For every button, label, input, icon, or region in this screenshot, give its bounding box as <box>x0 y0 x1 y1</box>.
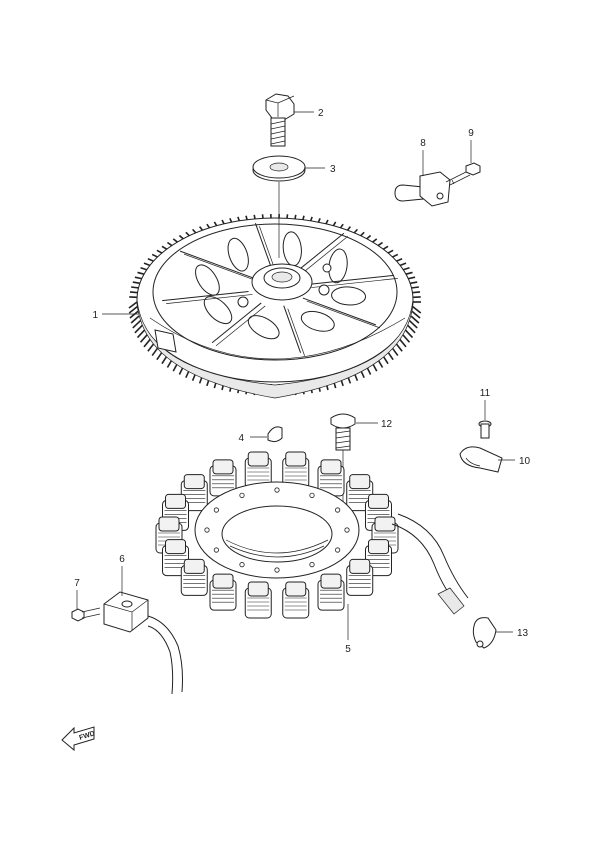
sensor <box>395 150 450 206</box>
pulser-screw-shank <box>82 608 100 618</box>
gear-tooth <box>131 287 139 288</box>
gear-tooth <box>133 321 141 328</box>
gear-tooth <box>412 292 420 293</box>
coil-top <box>166 494 186 508</box>
stator-hole <box>240 493 244 497</box>
part-label-12: 12 <box>381 419 393 430</box>
key <box>250 427 282 442</box>
coil-top <box>184 559 204 573</box>
pulser-coil <box>104 566 183 694</box>
coil-top <box>368 540 388 554</box>
flywheel-boss <box>323 264 331 272</box>
stator-hole <box>335 548 339 552</box>
part-label-1: 1 <box>92 310 98 321</box>
coil-top <box>286 582 306 596</box>
stator-hole <box>275 568 279 572</box>
part-label-3: 3 <box>330 164 336 175</box>
sensor-body <box>395 185 423 201</box>
part-label-8: 8 <box>420 138 426 149</box>
pulser-screw <box>72 590 100 621</box>
coil-top <box>159 517 179 531</box>
gear-tooth <box>130 292 138 293</box>
coil-top <box>321 460 341 474</box>
coil-top <box>286 452 306 466</box>
part-label-2: 2 <box>318 108 324 119</box>
washer-hole <box>270 163 288 171</box>
stator-hole <box>214 508 218 512</box>
flywheel-boss <box>319 285 329 295</box>
stator-bolt-head <box>331 414 355 428</box>
stator-hole <box>275 488 279 492</box>
clamp-right-body <box>460 447 502 472</box>
stator-bore <box>222 506 332 562</box>
stator-hole <box>310 493 314 497</box>
clamp-lower-hole <box>477 641 483 647</box>
stator-hole <box>240 562 244 566</box>
gear-tooth <box>137 330 145 338</box>
coil-top <box>213 574 233 588</box>
fwd-arrow: FWD <box>62 727 96 750</box>
stator-hole <box>310 562 314 566</box>
bolt-top <box>266 94 294 146</box>
coil-top <box>184 475 204 489</box>
coil-top <box>321 574 341 588</box>
stator-coil <box>318 574 344 610</box>
gear-tooth <box>402 334 409 342</box>
pulser-coil-body <box>104 592 148 632</box>
screw-head <box>466 163 480 175</box>
coil-top <box>350 559 370 573</box>
gear-tooth <box>407 325 415 333</box>
part-label-6: 6 <box>119 554 125 565</box>
key-body <box>268 427 282 442</box>
part-label-10: 10 <box>519 456 531 467</box>
flywheel-boss <box>238 297 248 307</box>
clamp-screw <box>479 400 491 438</box>
pulser-lead <box>148 616 183 692</box>
stator-hole <box>214 548 218 552</box>
part-label-7: 7 <box>74 578 80 589</box>
sensor-screw <box>446 140 480 185</box>
stator-harness-end <box>438 588 464 614</box>
pulser-lead-edge <box>148 626 173 694</box>
coil-top <box>248 452 268 466</box>
pulser-coil-hole <box>122 601 132 607</box>
stator-coil <box>283 582 309 618</box>
gear-tooth <box>141 334 148 342</box>
stator-hole <box>345 528 349 532</box>
part-label-11: 11 <box>480 388 491 399</box>
stator-coil <box>245 582 271 618</box>
gear-tooth <box>135 325 143 333</box>
washer <box>253 156 305 181</box>
flywheel-hub-hole <box>272 272 292 282</box>
stator-coil <box>181 559 207 595</box>
stator-hole <box>205 528 209 532</box>
flywheel <box>129 214 421 398</box>
stator-harness-edge <box>398 514 468 598</box>
stator-coil <box>347 559 373 595</box>
gear-tooth <box>409 321 417 328</box>
stator-coil <box>210 574 236 610</box>
coil-top <box>248 582 268 596</box>
gear-tooth <box>411 287 419 288</box>
pulser-screw-head <box>72 609 84 621</box>
sensor-flange-hole <box>437 193 443 199</box>
part-label-5: 5 <box>345 644 351 655</box>
part-label-4: 4 <box>238 433 244 444</box>
part-label-13: 13 <box>517 628 529 639</box>
coil-top <box>213 460 233 474</box>
coil-top <box>350 475 370 489</box>
coil-top <box>368 494 388 508</box>
clamp-screw-shank <box>481 424 489 438</box>
sensor-flange <box>420 172 450 206</box>
stator <box>156 452 468 640</box>
coil-top <box>166 540 186 554</box>
stator-hole <box>335 508 339 512</box>
clamp-right <box>460 447 515 472</box>
gear-tooth <box>405 330 413 338</box>
part-label-9: 9 <box>468 128 474 139</box>
clamp-lower <box>473 618 513 648</box>
